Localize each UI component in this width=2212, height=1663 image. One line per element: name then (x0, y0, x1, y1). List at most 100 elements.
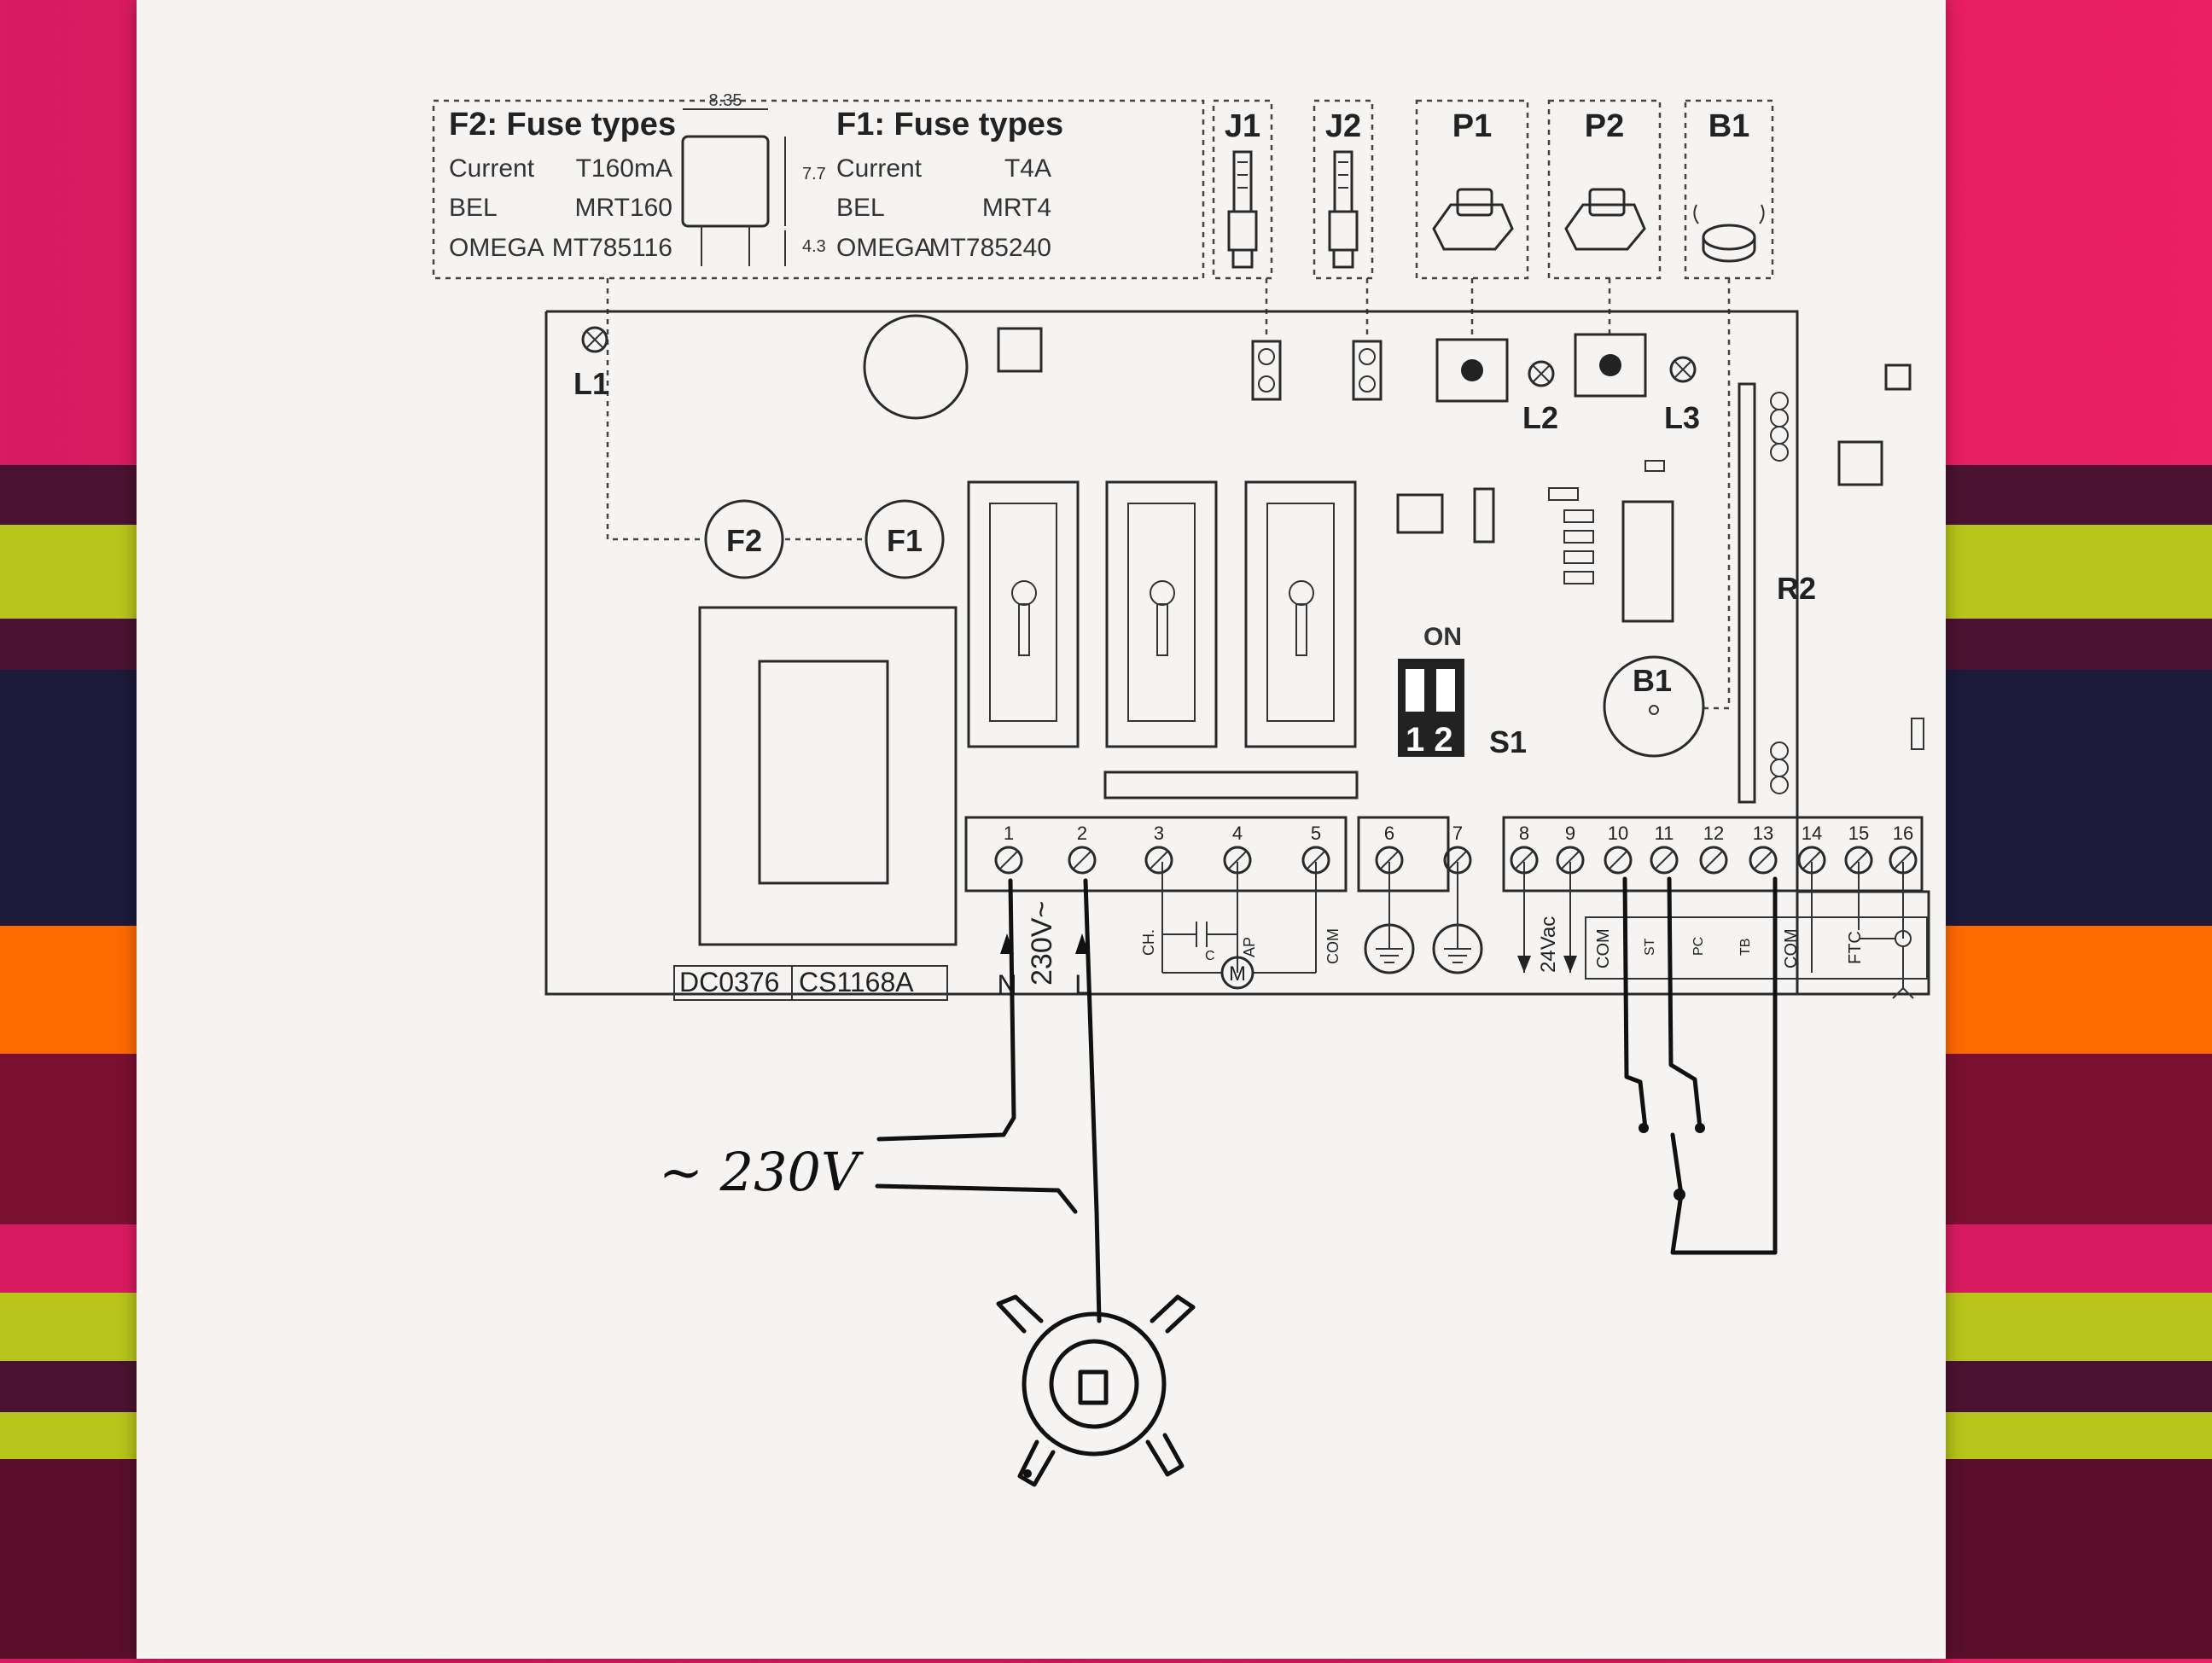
com-a-label: COM (1594, 928, 1613, 968)
terminal-number: 8 (1519, 823, 1529, 844)
wiring-diagram: F2: Fuse types F1: Fuse types Current T1… (432, 91, 1930, 1487)
l1-label: L1 (573, 366, 609, 401)
terminal-2: 2 (1068, 823, 1097, 875)
live-label: L (1074, 969, 1090, 1000)
terminal-blocks (964, 816, 1924, 893)
b1-label: B1 (1708, 108, 1750, 144)
ap-label: AP (1241, 937, 1258, 957)
j1-jumper-box: J1 (1212, 99, 1273, 280)
b1-buzzer-icon (1603, 655, 1705, 758)
terminal-screw-icon (1144, 846, 1173, 875)
terminal-screw-icon (1749, 846, 1778, 875)
ch-label: CH. (1140, 929, 1157, 956)
f2-row-value: MT785116 (552, 234, 672, 262)
transformer (698, 606, 958, 946)
p2-button-box: P2 (1547, 99, 1662, 280)
terminal-number: 1 (1004, 823, 1014, 844)
switch-on-label: ON (1423, 623, 1462, 651)
terminal-number: 16 (1893, 823, 1913, 844)
l1-led-icon (581, 326, 608, 353)
terminal-3: 3 (1144, 823, 1173, 875)
l2-led-icon (1528, 360, 1555, 387)
fuse-width-dim: 8.35 (709, 91, 742, 110)
tb-label: TB (1738, 939, 1753, 956)
handwritten-wiring: ~ 230V (659, 876, 1778, 1487)
r2-label: R2 (1777, 571, 1816, 606)
terminal-11: 11 (1650, 823, 1679, 875)
terminal-number: 10 (1608, 823, 1628, 844)
f1-row-value: MT785240 (929, 234, 1051, 262)
relay-1 (967, 480, 1080, 748)
terminal-screw-icon (1604, 846, 1633, 875)
terminal-screw-icon (1650, 846, 1679, 875)
p2-label: P2 (1585, 108, 1624, 144)
control-board: L1 L2 L3 R2 (544, 310, 1930, 1001)
terminal-13: 13 (1749, 823, 1778, 875)
terminal-number: 6 (1384, 823, 1394, 844)
motor-label: M (1229, 962, 1246, 986)
f2-row-label: Current (449, 154, 535, 183)
j1-label: J1 (1225, 108, 1260, 144)
s1-label: S1 (1489, 724, 1527, 759)
terminal-screw-icon (1068, 846, 1097, 875)
ftc-label: FTC (1846, 931, 1865, 964)
terminal-screw-icon (994, 846, 1023, 875)
com-b-label: COM (1782, 928, 1801, 968)
f2-fuse-title: F2: Fuse types (449, 107, 676, 142)
key-switch-icon (996, 1294, 1196, 1487)
p1-button-box: P1 (1415, 99, 1529, 280)
f1-label: F1 (887, 523, 923, 558)
accessory-wiring: 24Vac COM ST PC TB COM FTC (1517, 862, 1928, 999)
terminal-number: 3 (1154, 823, 1164, 844)
terminal-1: 1 (994, 823, 1023, 875)
dip-switch-numbers: 1 2 (1406, 721, 1453, 759)
p1-label: P1 (1452, 108, 1492, 144)
f2-row-label: BEL (449, 194, 498, 222)
f1-row-value: T4A (1004, 154, 1051, 183)
terminal-number: 12 (1703, 823, 1724, 844)
terminal-number: 11 (1655, 823, 1674, 844)
paper-sheet: F2: Fuse types F1: Fuse types Current T1… (137, 0, 1946, 1659)
f1-row-label: OMEGA (836, 234, 932, 262)
terminal-number: 2 (1077, 823, 1087, 844)
fuse-height-dim: 7.7 (802, 165, 826, 183)
relay-2 (1105, 480, 1218, 748)
terminal-number: 13 (1753, 823, 1773, 844)
motor-wiring: M CH. C AP COM (1140, 862, 1342, 990)
terminal-12: 12 (1699, 823, 1728, 875)
terminal-number: 7 (1452, 823, 1463, 844)
l3-label: L3 (1664, 400, 1700, 435)
fuse-dimension-drawing: 8.35 7.7 4.3 (681, 91, 826, 266)
f2-row-value: T160mA (576, 154, 672, 183)
j2-label: J2 (1325, 108, 1361, 144)
relay-3 (1244, 480, 1357, 748)
b1-board-label: B1 (1633, 663, 1672, 698)
earth-symbols (1364, 862, 1483, 974)
handwritten-230v-label: ~ 230V (659, 1141, 864, 1203)
terminal-number: 5 (1311, 823, 1321, 844)
f1-row-label: BEL (836, 194, 885, 222)
st-label: ST (1643, 938, 1657, 956)
f2-fuse-icon (704, 499, 784, 579)
f1-fuse-title: F1: Fuse types (836, 107, 1063, 142)
board-code-2: CS1168A (799, 967, 914, 997)
j2-jumper-box: J2 (1313, 99, 1374, 280)
board-code-1: DC0376 (679, 967, 779, 997)
fuse-pin-dim: 4.3 (802, 237, 826, 256)
motor-icon (1220, 956, 1254, 990)
terminal-16: 16 (1889, 823, 1918, 875)
terminal-10: 10 (1604, 823, 1633, 875)
power-labels: N L 230V~ (997, 901, 1089, 1000)
f2-row-value: MRT160 (575, 194, 673, 222)
terminal-number: 15 (1848, 823, 1869, 844)
leader-lines (606, 278, 1731, 710)
f1-row-value: MRT4 (982, 194, 1051, 222)
terminal-screw-icon (1699, 846, 1728, 875)
f2-label: F2 (726, 523, 762, 558)
terminal-number: 9 (1565, 823, 1575, 844)
f2-row-label: OMEGA (449, 234, 544, 262)
terminal-number: 14 (1802, 823, 1822, 844)
v24-label: 24Vac (1537, 916, 1560, 973)
l2-label: L2 (1522, 400, 1558, 435)
